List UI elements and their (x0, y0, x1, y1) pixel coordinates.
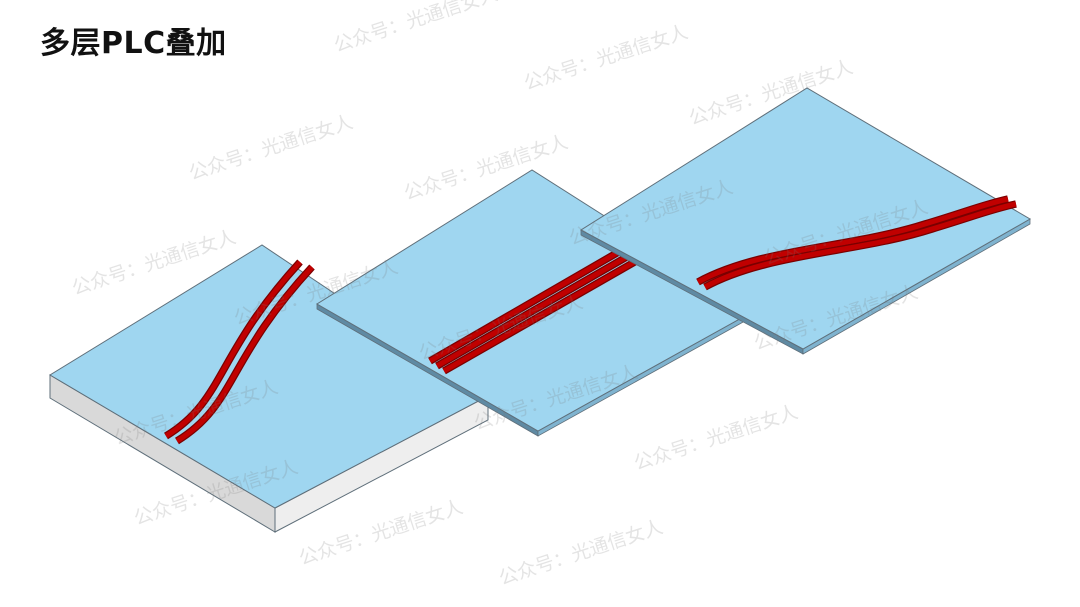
top-waveguide-2 (703, 201, 1017, 290)
bottom-waveguides (164, 259, 315, 445)
bottom-waveguide-1 (164, 260, 302, 439)
page-title: 多层PLC叠加 (40, 26, 227, 61)
top-waveguide-1 (696, 196, 1009, 285)
top-substrate-top (580, 87, 1031, 350)
middle-waveguide-2 (435, 252, 632, 369)
middle-waveguides (428, 246, 640, 375)
bottom-waveguide-2 (175, 265, 314, 444)
middle-waveguide-3 (442, 257, 640, 374)
middle-plc-chip (316, 169, 755, 437)
top-plc-chip (580, 87, 1031, 355)
bottom-plc-chip (49, 244, 489, 533)
top-waveguides (696, 195, 1017, 291)
middle-waveguide-1 (428, 247, 624, 364)
